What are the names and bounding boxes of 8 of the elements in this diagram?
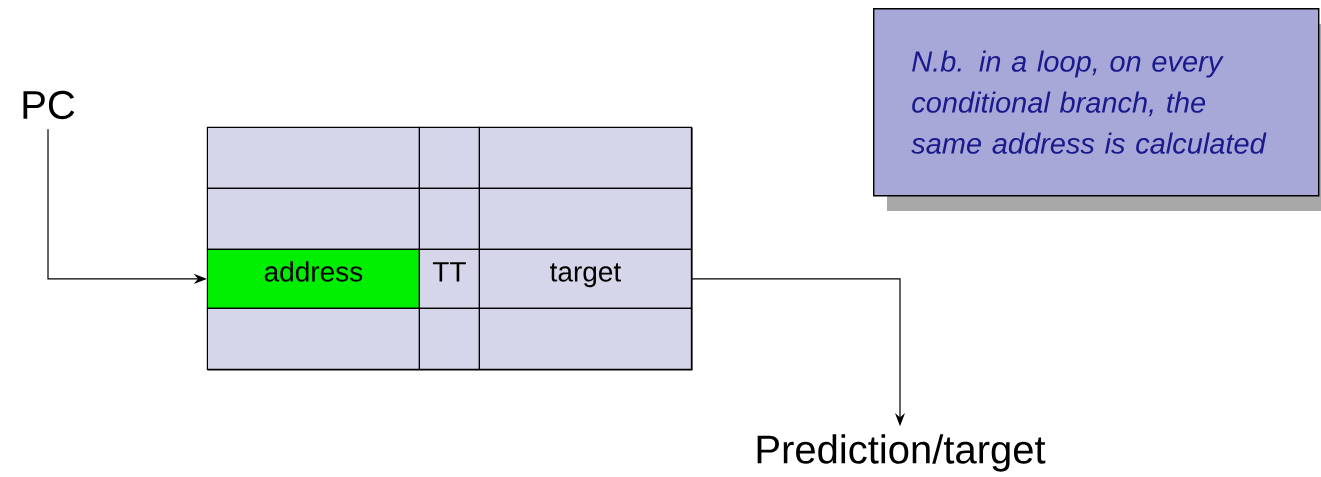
table-cell [418,126,480,189]
input-label: PC [23,90,75,120]
note-box: N.b. in a loop, on every conditional branch, the same address is calculated [873,8,1320,197]
table-cell: TT [418,248,480,309]
table-cell [418,187,480,250]
output-label: Prediction/target [757,434,1046,472]
table-cell [418,307,480,370]
table-cell: address [206,248,420,309]
